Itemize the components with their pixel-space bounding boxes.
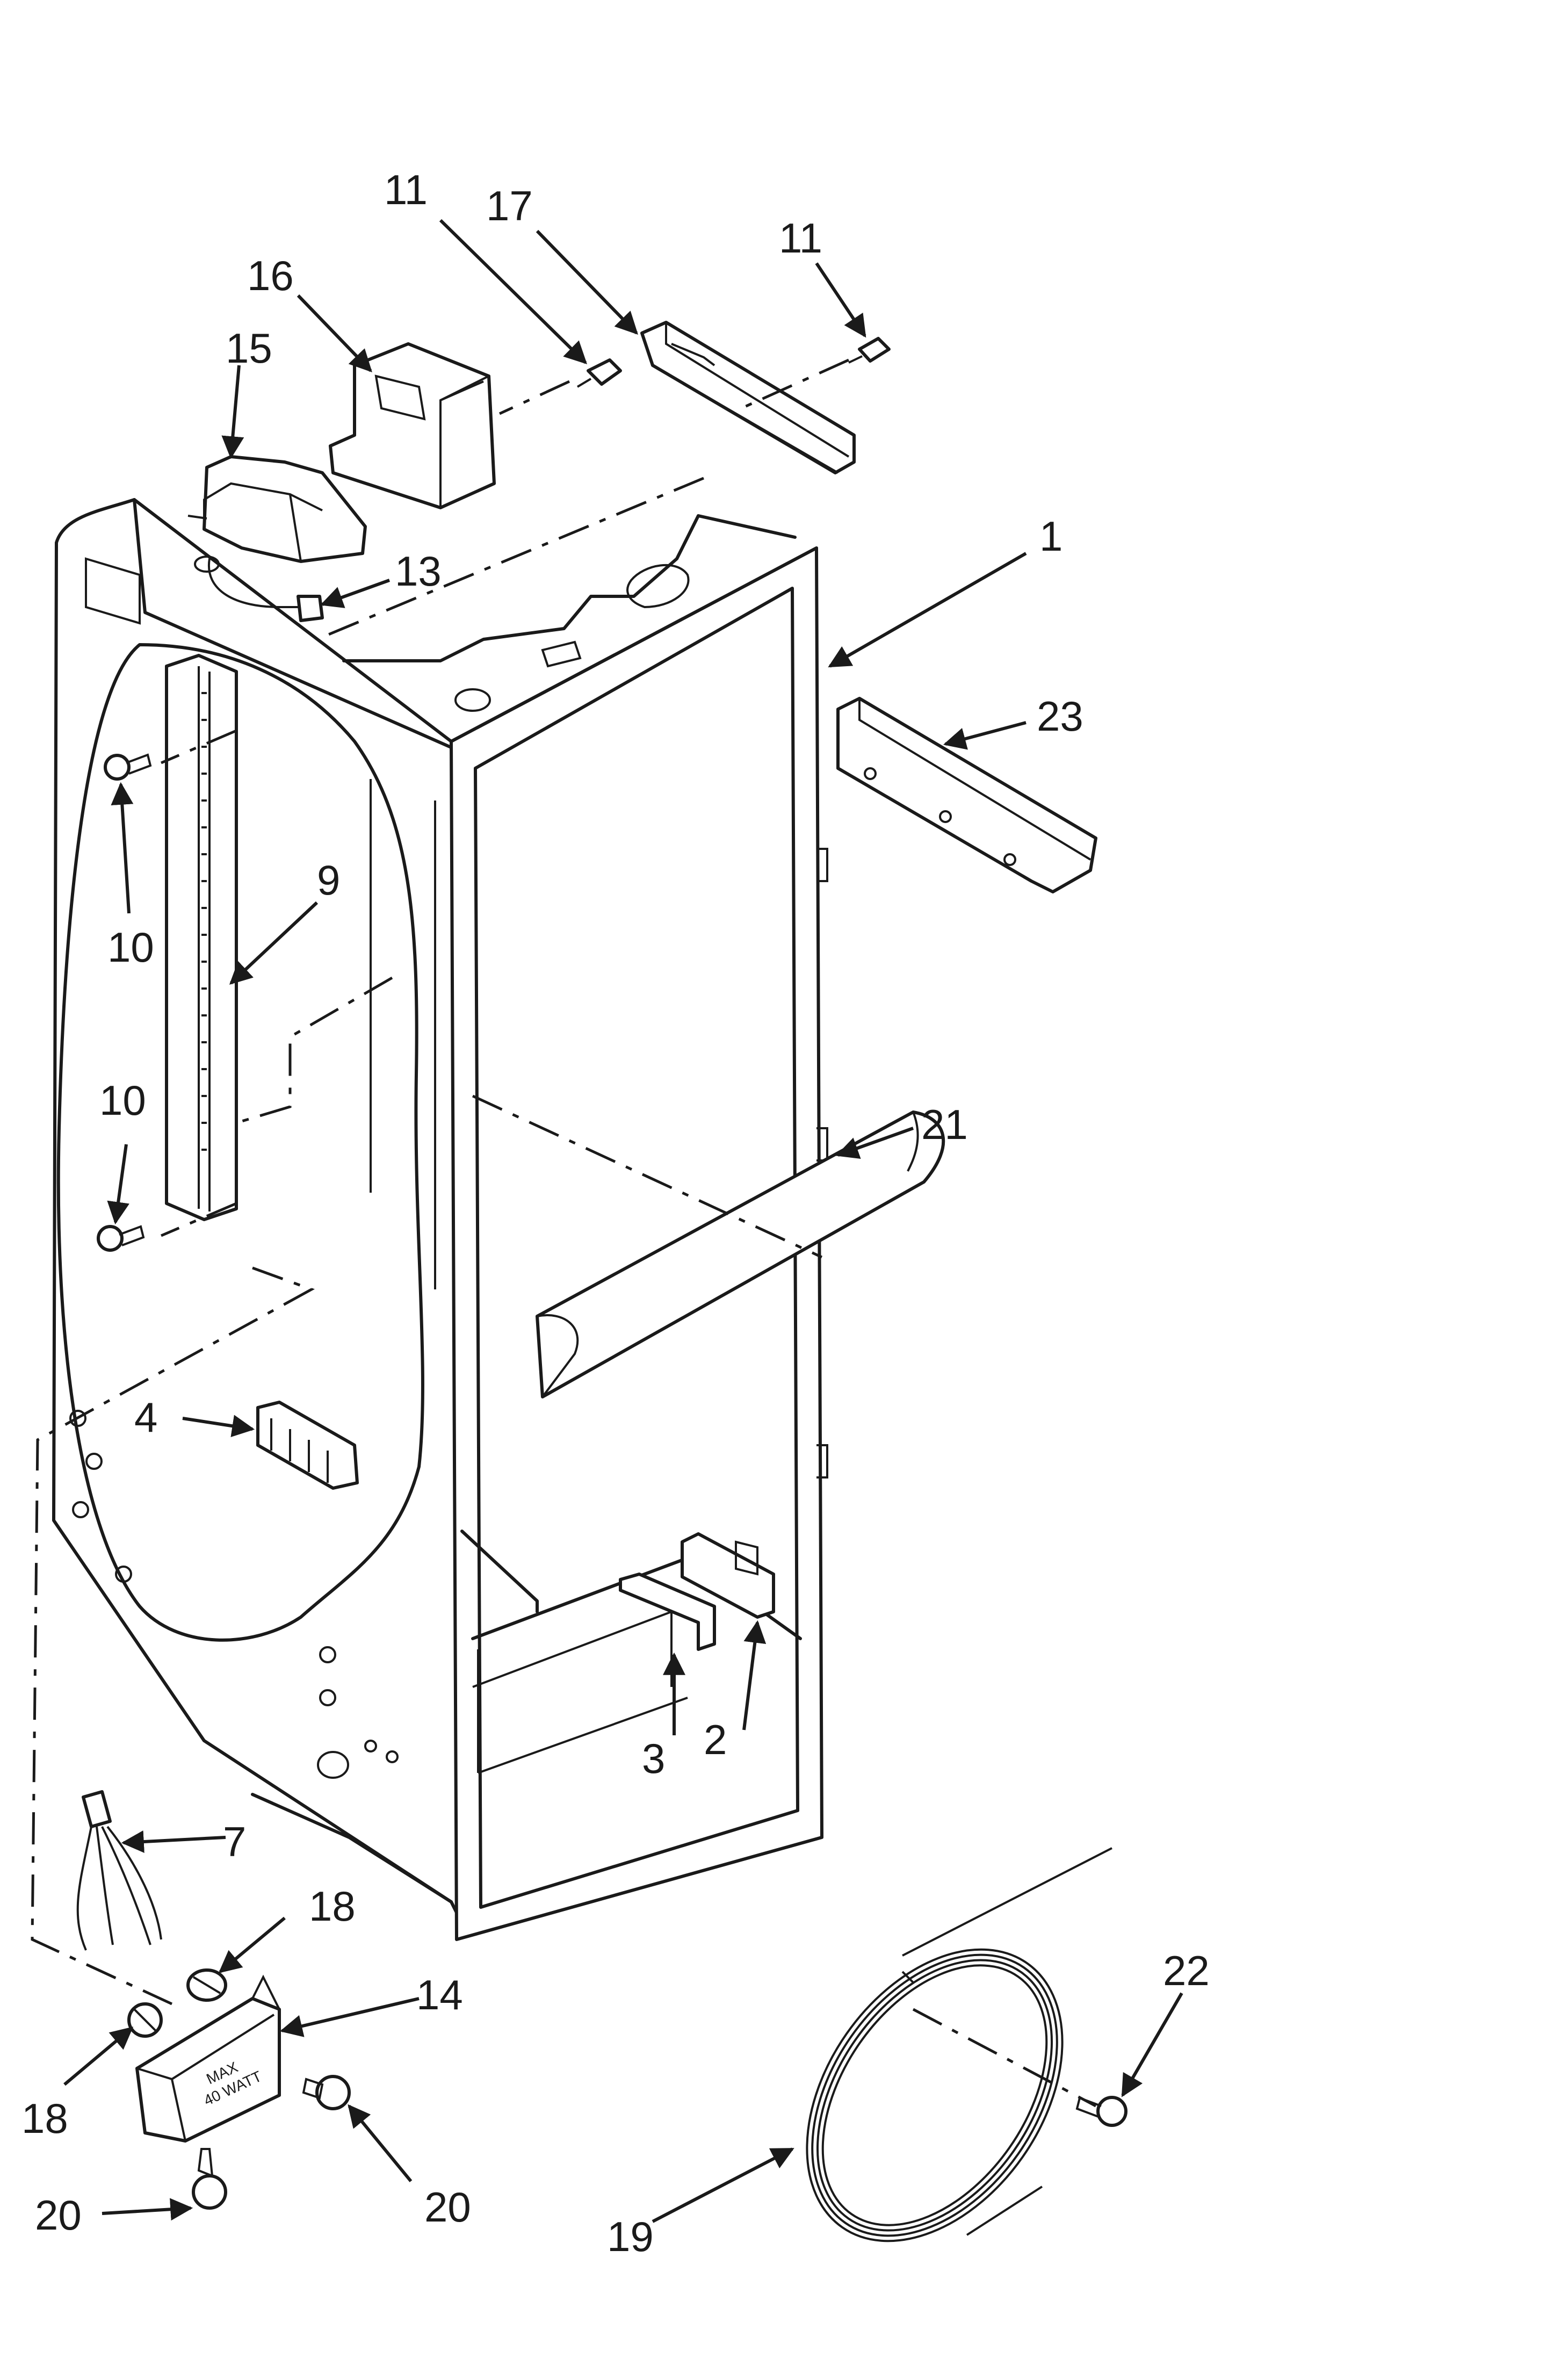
- callout-11-right: 11: [779, 214, 822, 262]
- water-tubing-coil: [806, 1847, 1112, 2242]
- leader-lines: [63, 219, 1183, 2223]
- callout-10-lower: 10: [99, 1077, 146, 1124]
- callout-7: 7: [223, 1818, 246, 1865]
- control-module: [187, 455, 367, 563]
- cover-screw: [576, 358, 622, 388]
- callout-16: 16: [247, 252, 294, 299]
- top-trim-channel: [640, 321, 856, 474]
- callout-14: 14: [416, 1971, 463, 2018]
- wiring-harness: [76, 1790, 162, 1951]
- callout-2: 2: [704, 1716, 727, 1763]
- callout-9: 9: [317, 856, 340, 904]
- control-cover: [329, 342, 496, 509]
- callout-3: 3: [642, 1735, 665, 1782]
- callout-18-upper: 18: [309, 1883, 356, 1930]
- bracket-2: [681, 1532, 775, 1619]
- ladder-screw-lower: [97, 1225, 145, 1252]
- callout-23: 23: [1037, 693, 1083, 740]
- clip-upper: [186, 1968, 227, 2002]
- callout-13: 13: [395, 547, 442, 595]
- light-bulb-lower: [192, 2148, 227, 2210]
- callout-15: 15: [226, 324, 272, 372]
- callout-1: 1: [1039, 513, 1062, 560]
- rear-air-duct: [836, 697, 1097, 893]
- callout-10-upper: 10: [107, 924, 154, 971]
- callout-11-left: 11: [384, 166, 428, 213]
- callout-20-left: 20: [35, 2191, 82, 2239]
- callouts: 1 2 3 4 7 9 10 10 11 11 13 14 15 16 17 1…: [21, 166, 1210, 2260]
- light-bulb-right: [302, 2075, 351, 2110]
- lamp-socket: MAX 40 WATT: [135, 1974, 281, 2143]
- callout-21: 21: [921, 1101, 968, 1148]
- ladder-screw-upper: [104, 753, 152, 781]
- callout-19: 19: [607, 2213, 654, 2260]
- thermistor-harness: [194, 556, 324, 622]
- assembly-lines: [31, 358, 1097, 2108]
- channel-screw: [848, 337, 891, 364]
- callout-4: 4: [134, 1394, 157, 1441]
- clip-lower: [127, 2002, 163, 2038]
- air-vent-grille: [256, 1401, 359, 1490]
- callout-17: 17: [486, 182, 533, 229]
- callout-20-right: 20: [424, 2183, 471, 2231]
- callout-22: 22: [1163, 1947, 1210, 1994]
- tubing-clamp-screw: [1075, 2096, 1127, 2127]
- bracket-3: [619, 1573, 716, 1651]
- callout-18-lower: 18: [21, 2095, 68, 2142]
- divider-cover: [536, 1110, 945, 1398]
- shelf-ladder-rail: [165, 654, 238, 1221]
